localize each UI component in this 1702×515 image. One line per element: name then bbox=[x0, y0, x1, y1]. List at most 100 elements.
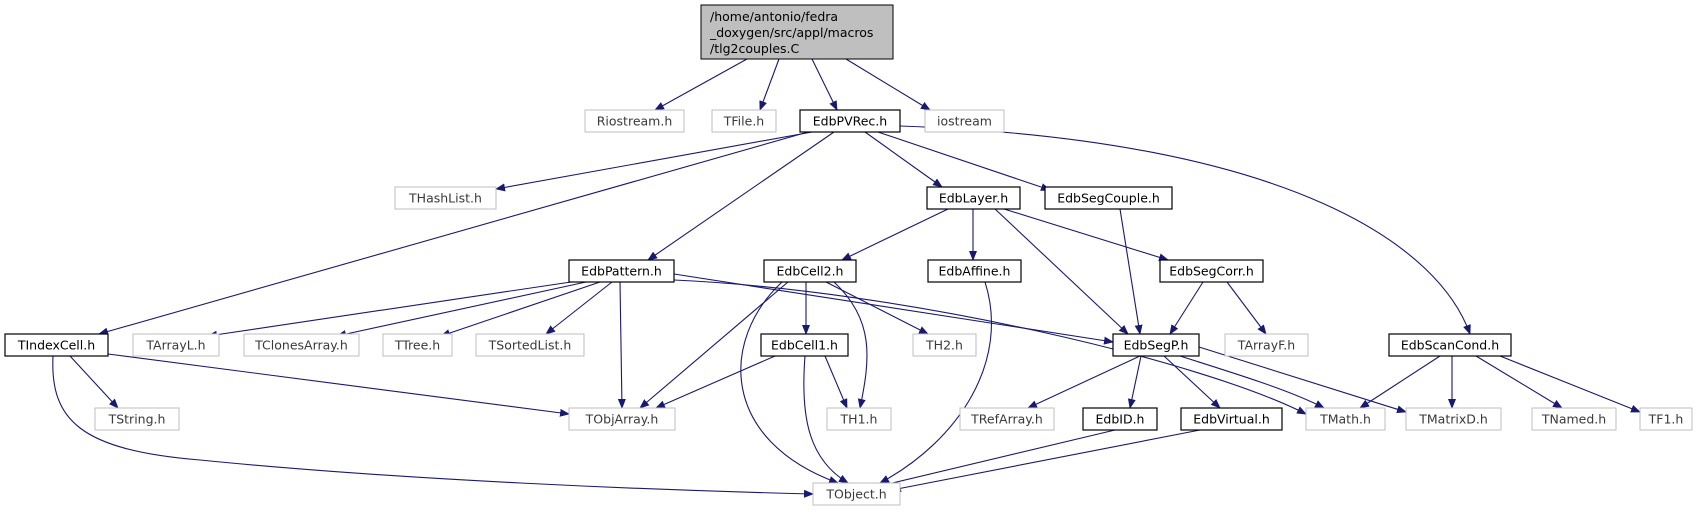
node-box bbox=[94, 407, 180, 431]
node-tindexcell[interactable]: TIndexCell.h bbox=[4, 333, 109, 357]
node-label: EdbSegP.h bbox=[1124, 338, 1189, 353]
node-edbvirtual[interactable]: EdbVirtual.h bbox=[1180, 407, 1283, 431]
node-box bbox=[1082, 407, 1158, 431]
node-iostream: iostream bbox=[924, 109, 1005, 133]
node-edbpvrec[interactable]: EdbPVRec.h bbox=[799, 109, 901, 133]
edge-edblayer-to-edbcell2 bbox=[841, 208, 949, 261]
node-label: TString.h bbox=[108, 412, 166, 427]
edge-root-to-riostream bbox=[654, 58, 748, 111]
node-label: TSortedList.h bbox=[488, 338, 572, 353]
node-edbcell2[interactable]: EdbCell2.h bbox=[763, 259, 857, 283]
node-box bbox=[1180, 407, 1283, 431]
edge-edbpvrec-to-edbscancond bbox=[899, 125, 1471, 335]
node-tobject: TObject.h bbox=[812, 482, 901, 506]
node-box bbox=[1639, 407, 1693, 431]
edge-edbsegcorr-to-tarrayf bbox=[1226, 281, 1267, 335]
node-riostream: Riostream.h bbox=[584, 109, 685, 133]
edge-edbpvrec-to-thashlist bbox=[495, 131, 813, 192]
node-edbaffine[interactable]: EdbAffine.h bbox=[927, 259, 1022, 283]
node-edbsegcouple[interactable]: EdbSegCouple.h bbox=[1044, 186, 1173, 210]
edge-edblayer-to-edbsegcorr bbox=[1003, 208, 1169, 262]
node-box bbox=[924, 109, 1005, 133]
node-label: iostream bbox=[937, 114, 992, 129]
edge-edbsegp-to-trefarray bbox=[1027, 355, 1141, 409]
node-tmath: TMath.h bbox=[1305, 407, 1386, 431]
node-label: TNamed.h bbox=[1541, 412, 1606, 427]
node-th1: TH1.h bbox=[826, 407, 892, 431]
edge-edbid-to-tobject bbox=[879, 429, 1116, 488]
node-label: EdbPVRec.h bbox=[813, 114, 887, 129]
node-edbsegcorr[interactable]: EdbSegCorr.h bbox=[1159, 259, 1264, 283]
node-label: EdbScanCond.h bbox=[1401, 338, 1499, 353]
edge-root-to-edbpvrec bbox=[811, 58, 838, 111]
node-box bbox=[1405, 407, 1502, 431]
edge-edbcell1-to-tobject bbox=[803, 355, 849, 484]
node-label: TTree.h bbox=[394, 338, 440, 353]
edge-edbpattern-to-tclonesarray bbox=[336, 281, 587, 339]
edge-edbpattern-to-ttree bbox=[440, 281, 601, 337]
node-box bbox=[1224, 333, 1309, 357]
node-tmatrixd: TMatrixD.h bbox=[1405, 407, 1502, 431]
node-box bbox=[568, 259, 675, 283]
edge-edblayer-to-edbsegp bbox=[994, 208, 1129, 335]
node-label: TObject.h bbox=[825, 487, 886, 502]
edge-root-to-iostream bbox=[845, 58, 931, 111]
node-label: TMatrixD.h bbox=[1418, 412, 1488, 427]
node-label: EdbPattern.h bbox=[581, 264, 662, 279]
edge-edbsegp-to-edbid bbox=[1127, 355, 1142, 409]
node-tclonesarray: TClonesArray.h bbox=[243, 333, 360, 357]
edge-edbsegp-to-edbvirtual bbox=[1163, 355, 1221, 409]
node-box bbox=[799, 109, 901, 133]
node-tstring: TString.h bbox=[94, 407, 180, 431]
edge-edbscancond-to-tf1 bbox=[1499, 355, 1641, 413]
node-box bbox=[826, 407, 892, 431]
edge-edbscancond-to-tmath bbox=[1359, 355, 1441, 409]
node-label: EdbCell2.h bbox=[777, 264, 844, 279]
node-label: TArrayL.h bbox=[145, 338, 205, 353]
node-edbsegp[interactable]: EdbSegP.h bbox=[1112, 333, 1200, 357]
node-label: TClonesArray.h bbox=[254, 338, 348, 353]
node-box bbox=[700, 4, 894, 60]
edge-edbcell1-to-tobjarray bbox=[655, 355, 776, 409]
edge-edbsegcorr-to-edbsegp bbox=[1169, 281, 1204, 335]
node-edblayer[interactable]: EdbLayer.h bbox=[926, 186, 1021, 210]
node-label: TRefArray.h bbox=[970, 412, 1043, 427]
node-label: TH1.h bbox=[840, 412, 878, 427]
node-label: TArrayF.h bbox=[1237, 338, 1295, 353]
edge-edbpattern-to-tarrayl bbox=[207, 281, 572, 339]
edge-edbpattern-to-tobjarray bbox=[617, 281, 626, 409]
node-box bbox=[394, 186, 497, 210]
node-box bbox=[763, 259, 857, 283]
edge-edbpvrec-to-edbpattern bbox=[647, 131, 835, 261]
edge-edbsegp-to-tmatrixd bbox=[1198, 346, 1407, 414]
node-label: EdbSegCouple.h bbox=[1057, 191, 1160, 206]
node-label: TFile.h bbox=[723, 114, 764, 129]
node-edbcell1[interactable]: EdbCell1.h bbox=[760, 333, 849, 357]
node-tobjarray: TObjArray.h bbox=[568, 407, 676, 431]
edge-edbpvrec-to-edblayer bbox=[864, 131, 943, 188]
node-tnamed: TNamed.h bbox=[1531, 407, 1617, 431]
node-label: EdbID.h bbox=[1096, 412, 1145, 427]
root-label-line: _doxygen/src/appl/macros bbox=[709, 25, 873, 40]
edge-edbscancond-to-tnamed bbox=[1475, 355, 1563, 409]
edge-edbpattern-to-tmath bbox=[673, 279, 1307, 415]
node-edbid[interactable]: EdbID.h bbox=[1082, 407, 1158, 431]
node-label: Riostream.h bbox=[597, 114, 673, 129]
node-box bbox=[812, 482, 901, 506]
node-box bbox=[1388, 333, 1512, 357]
node-edbpattern[interactable]: EdbPattern.h bbox=[568, 259, 675, 283]
node-box bbox=[132, 333, 220, 357]
node-label: EdbCell1.h bbox=[771, 338, 838, 353]
edge-edbsegcouple-to-edbsegp bbox=[1119, 208, 1143, 335]
node-box bbox=[475, 333, 585, 357]
node-trefarray: TRefArray.h bbox=[959, 407, 1055, 431]
node-box bbox=[568, 407, 676, 431]
node-label: TMath.h bbox=[1319, 412, 1371, 427]
node-box bbox=[912, 333, 977, 357]
edge-edbvirtual-to-tobject bbox=[891, 429, 1201, 493]
edge-edbpvrec-to-tindexcell bbox=[98, 131, 809, 336]
node-edbscancond[interactable]: EdbScanCond.h bbox=[1388, 333, 1512, 357]
edge-tindexcell-to-tstring bbox=[69, 355, 119, 409]
node-label: EdbSegCorr.h bbox=[1169, 264, 1254, 279]
